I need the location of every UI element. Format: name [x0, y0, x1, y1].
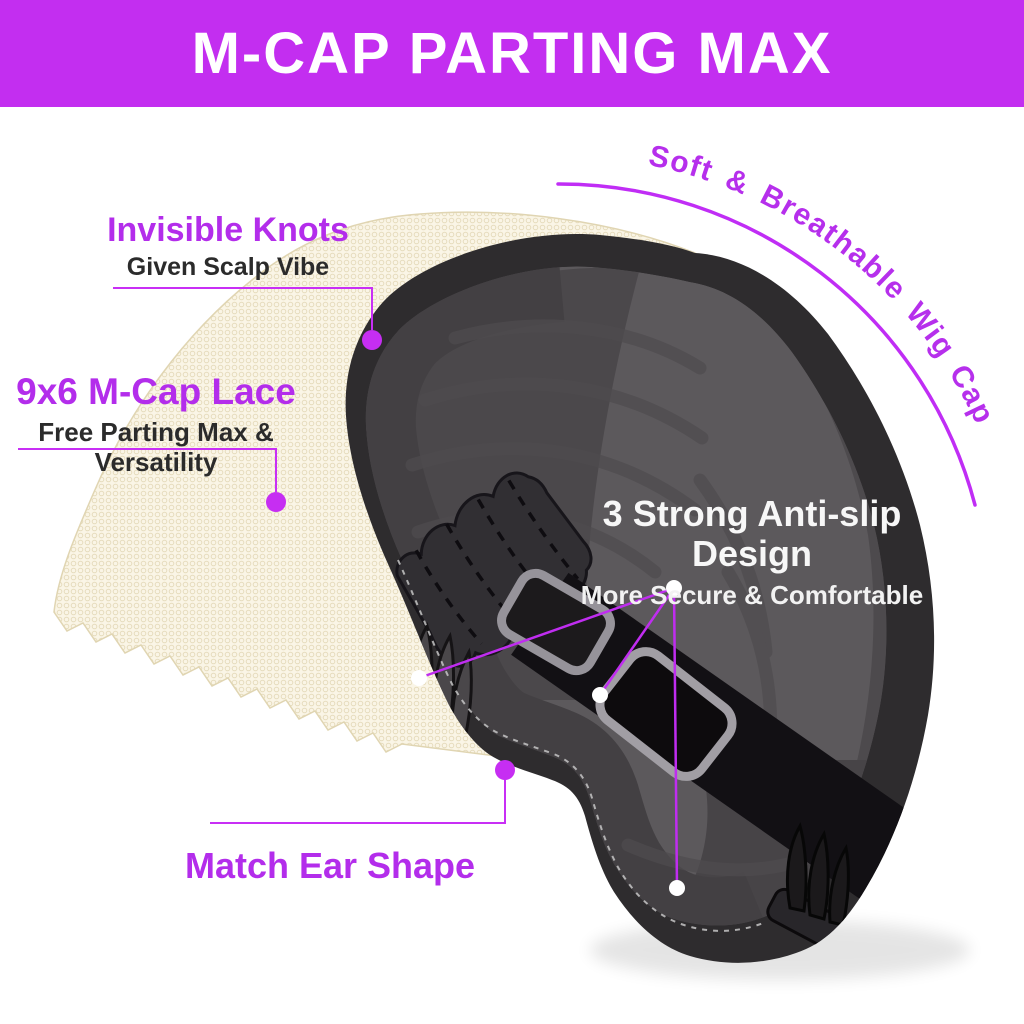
invisible-knots-connector	[113, 287, 382, 350]
invisible-knots-label: Invisible Knots Given Scalp Vibe	[97, 211, 359, 282]
header-banner: M-CAP PARTING MAX	[0, 0, 1024, 107]
antislip-comb-dot	[411, 670, 427, 686]
ear-dot	[495, 760, 515, 780]
mcap-lace-label: 9x6 M-Cap Lace Free Parting Max & Versat…	[4, 371, 308, 478]
invisible-knots-subtitle: Given Scalp Vibe	[126, 253, 330, 282]
mcap-lace-dot	[266, 492, 286, 512]
ear-title: Match Ear Shape	[184, 845, 476, 886]
invisible-knots-title: Invisible Knots	[107, 211, 349, 249]
ear-label: Match Ear Shape	[180, 845, 480, 886]
strap-slide-large	[595, 647, 737, 781]
strap-slide-small	[497, 568, 615, 676]
hem-stitching	[397, 559, 767, 932]
mcap-lace-subtitle: Free Parting Max & Versatility	[38, 417, 274, 478]
mcap-lace-connector	[18, 448, 286, 512]
antislip-strap-dot	[592, 687, 608, 703]
mcap-lace-title: 9x6 M-Cap Lace	[16, 371, 296, 412]
arc-accent-line	[556, 182, 977, 507]
antislip-bottom-dot	[669, 880, 685, 896]
antislip-title: 3 Strong Anti-slip Design	[602, 493, 902, 574]
ear-connector	[210, 760, 515, 824]
antislip-subtitle: More Secure & Comfortable	[580, 580, 924, 611]
antislip-connector	[411, 580, 685, 896]
elastic-stitch-lines	[414, 479, 580, 645]
antislip-apex-dot	[666, 580, 682, 596]
invisible-knots-dot	[362, 330, 382, 350]
antislip-label: 3 Strong Anti-slip Design More Secure & …	[556, 494, 948, 611]
page-title: M-CAP PARTING MAX	[191, 21, 833, 86]
